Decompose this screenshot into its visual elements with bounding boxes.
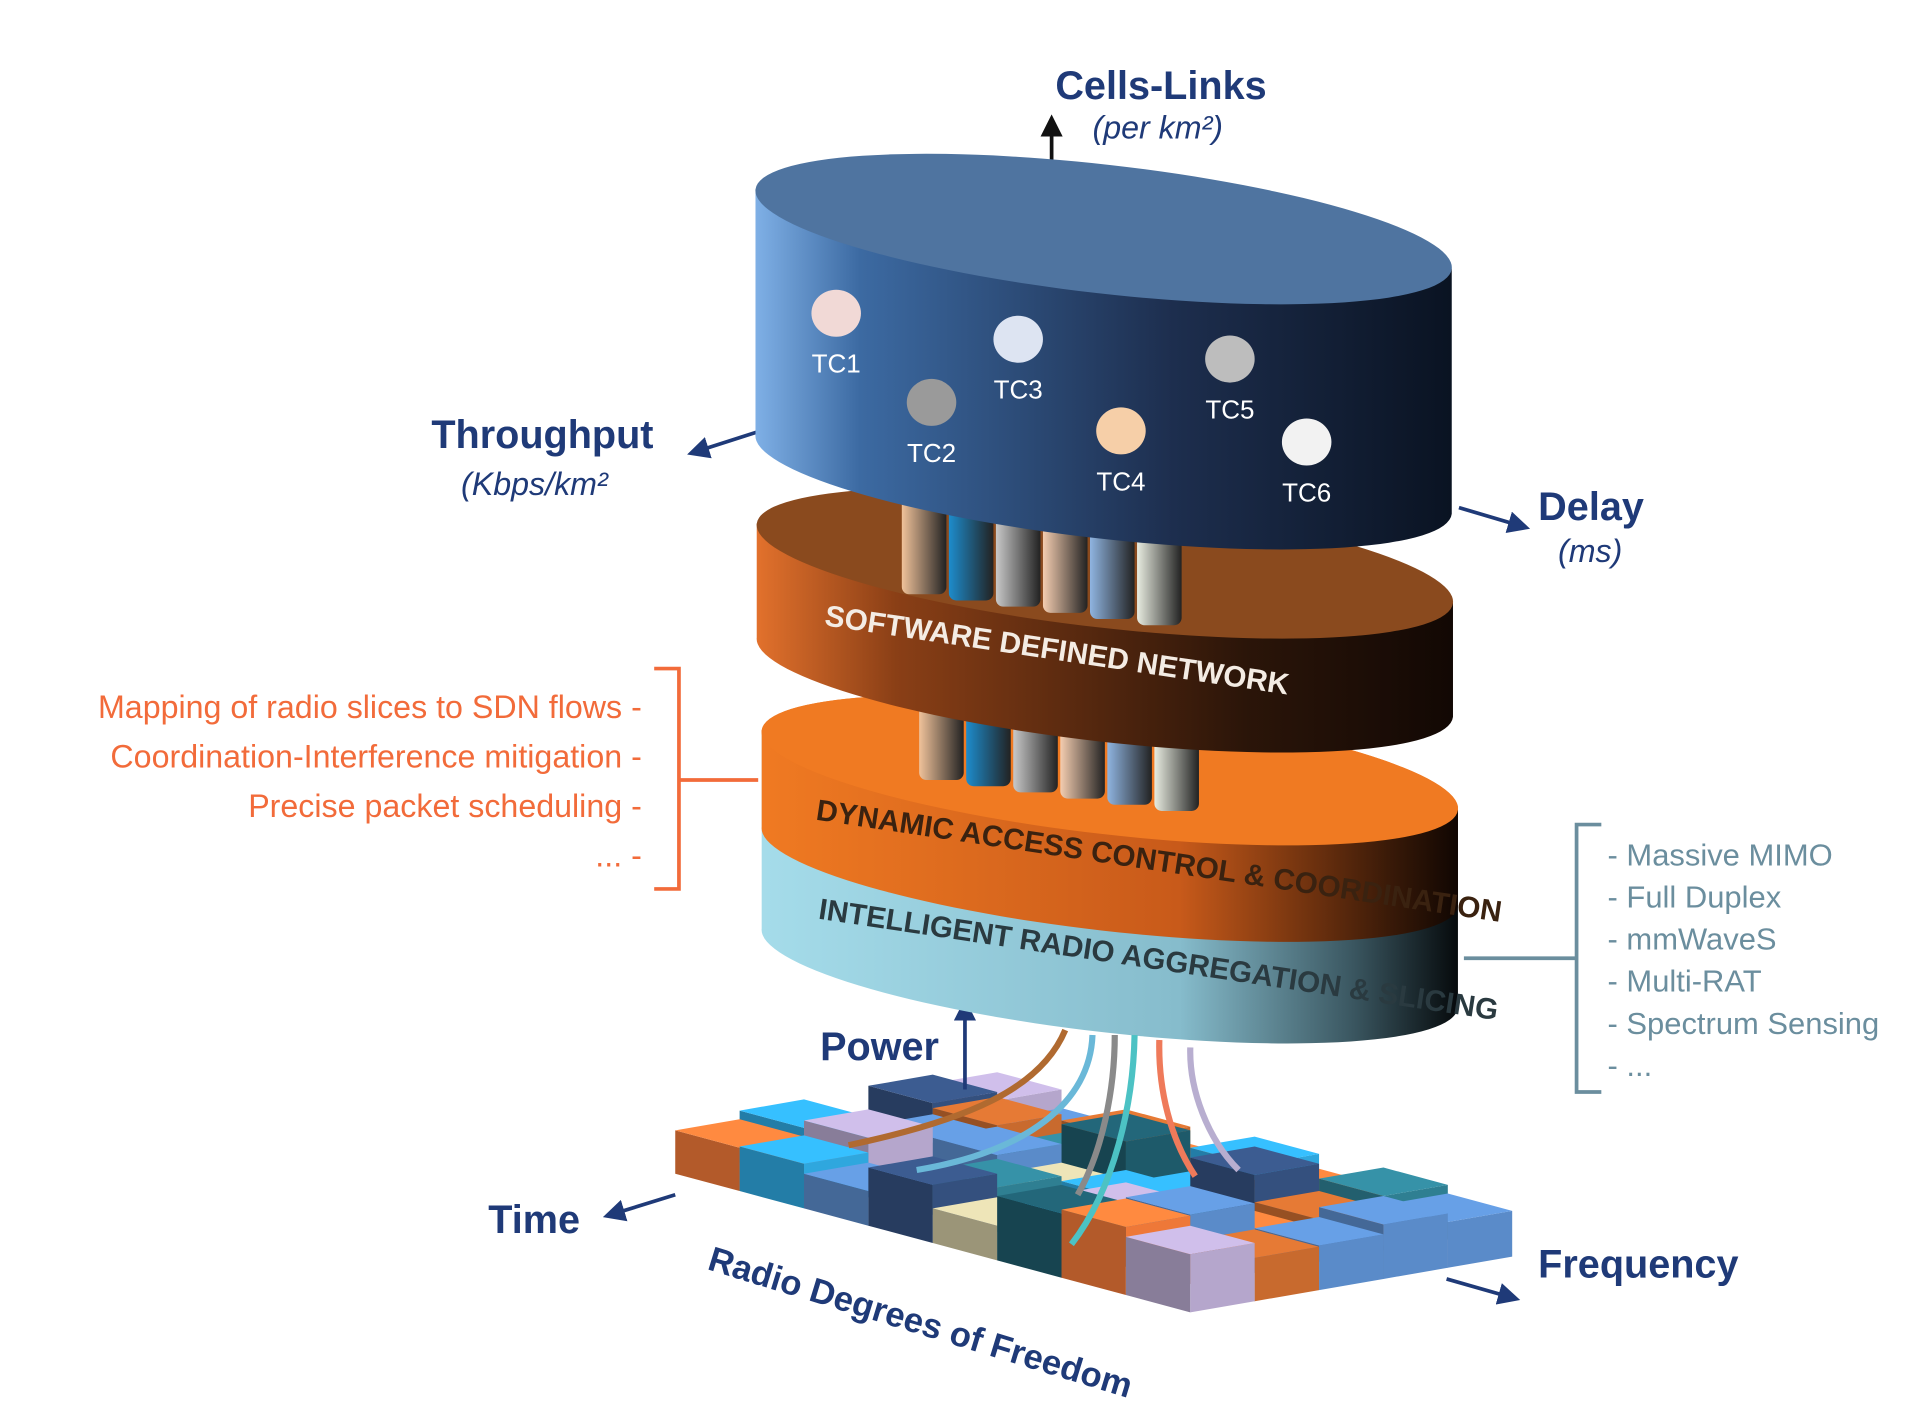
traffic-class-label: TC2: [907, 438, 956, 468]
right-list-item: - ...: [1608, 1048, 1653, 1083]
radio-technologies-list: - Massive MIMO - Full Duplex - mmWaveS -…: [1463, 822, 1880, 1094]
right-list-item: - Multi-RAT: [1608, 964, 1762, 999]
traffic-class-label: TC4: [1096, 466, 1145, 496]
traffic-class-dot: [811, 289, 861, 337]
right-list-item: - Spectrum Sensing: [1608, 1006, 1880, 1041]
frequency-arrow: [1446, 1277, 1521, 1305]
right-list-item: - Full Duplex: [1608, 880, 1782, 915]
resource-block: [1125, 1225, 1255, 1313]
traffic-class-label: TC5: [1205, 394, 1254, 424]
left-list-item: ... -: [595, 838, 641, 874]
time-label: Time: [488, 1198, 580, 1242]
traffic-class-dot: [1205, 335, 1255, 383]
right-bracket: [1463, 822, 1602, 1094]
delay-arrow: [1458, 505, 1531, 534]
left-bracket: [654, 666, 759, 891]
power-label: Power: [820, 1025, 939, 1069]
throughput-label: Throughput: [431, 413, 653, 457]
cells-links-unit: (per km²): [1092, 110, 1223, 146]
traffic-class-tc4: TC4: [1096, 407, 1146, 496]
frequency-label: Frequency: [1538, 1243, 1738, 1287]
left-list-item: Precise packet scheduling -: [248, 788, 642, 824]
traffic-class-label: TC6: [1282, 477, 1331, 507]
right-list-item: - mmWaveS: [1608, 922, 1777, 957]
radio-resource-grid: [675, 1072, 1513, 1313]
slice-mapping-arrows: [847, 1028, 1241, 1247]
delay-label: Delay: [1538, 485, 1644, 529]
traffic-class-tc1: TC1: [811, 289, 861, 379]
traffic-class-label: TC3: [994, 375, 1043, 405]
time-arrow: [602, 1192, 676, 1222]
traffic-class-tc3: TC3: [993, 315, 1043, 405]
delay-unit: (ms): [1558, 533, 1622, 569]
traffic-class-tc6: TC6: [1281, 418, 1332, 507]
traffic-class-layer-top: [755, 153, 1452, 305]
throughput-arrow: [687, 429, 762, 459]
traffic-class-dot: [1281, 418, 1332, 466]
cells-links-label: Cells-Links: [1055, 64, 1266, 108]
traffic-class-layer: [755, 153, 1452, 550]
traffic-class-label: TC1: [812, 349, 861, 379]
traffic-class-dot: [993, 315, 1043, 363]
traffic-class-dot: [1096, 407, 1146, 455]
left-list-item: Mapping of radio slices to SDN flows -: [98, 689, 642, 725]
throughput-unit: (Kbps/km²: [461, 466, 609, 502]
left-list-item: Coordination-Interference mitigation -: [110, 739, 641, 775]
sdn-functions-list: Mapping of radio slices to SDN flows - C…: [98, 666, 759, 891]
traffic-class-tc2: TC2: [906, 378, 957, 468]
traffic-class-tc5: TC5: [1205, 335, 1255, 424]
right-list-item: - Massive MIMO: [1608, 837, 1833, 872]
traffic-class-dot: [906, 378, 957, 426]
